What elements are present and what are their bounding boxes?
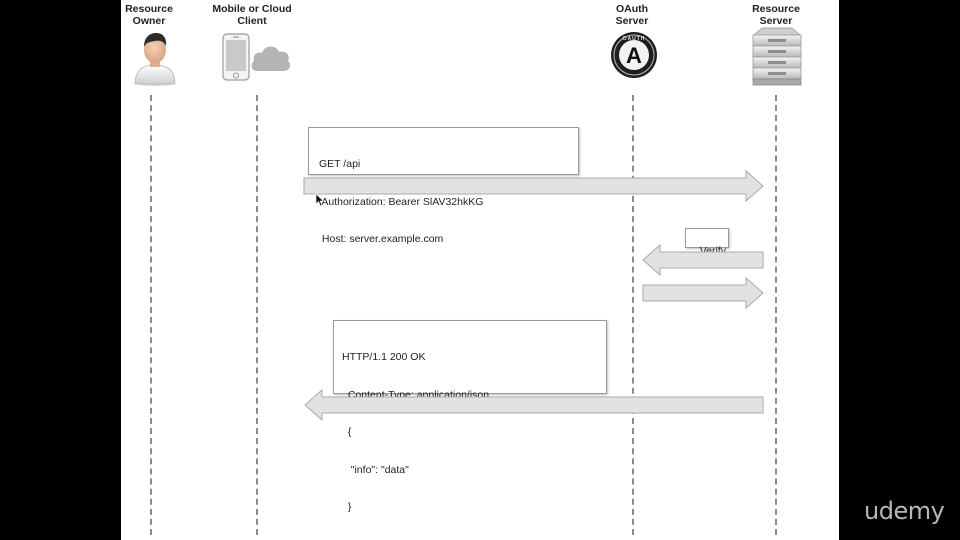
person-icon <box>134 33 176 86</box>
actor-label-client: Mobile or Cloud Client <box>202 3 302 27</box>
oauth-logo-icon: A OAUTH <box>611 32 657 78</box>
actor-label-line: Resource <box>125 3 173 15</box>
actor-label-resource-server: Resource Server <box>744 3 808 27</box>
request-line-host: Host: server.example.com <box>319 233 444 245</box>
verify-arrow-left <box>642 244 764 276</box>
response-line-close-brace: } <box>342 501 352 513</box>
oauth-logo-text: OAUTH <box>623 36 646 42</box>
actor-label-line: Resource <box>752 3 800 15</box>
server-icon <box>752 27 802 86</box>
actor-label-line: Server <box>615 15 649 27</box>
lifeline-resource-server <box>775 95 777 535</box>
response-message-box: HTTP/1.1 200 OK Content-Type: applicatio… <box>333 320 607 513</box>
request-line-authorization: Authorization: Bearer SlAV32hkKG <box>319 195 484 208</box>
diagram-slide: Resource Owner Mobile or Cloud Client OA… <box>121 0 839 540</box>
actor-label-line: Client <box>237 15 267 27</box>
request-arrow-right <box>303 170 764 202</box>
actor-label-line: Server <box>759 15 793 27</box>
mobile-phone-icon <box>222 33 250 81</box>
request-message-box: GET /api Authorization: Bearer SlAV32hkK… <box>308 127 579 245</box>
udemy-watermark: udemy <box>864 497 945 525</box>
response-line-open-brace: { <box>342 426 352 438</box>
mouse-cursor-icon <box>315 193 325 207</box>
response-line-body: "info": "data" <box>342 463 409 476</box>
actor-label-line: Owner <box>132 15 166 27</box>
response-line-status: HTTP/1.1 200 OK <box>342 351 426 363</box>
actor-label-resource-owner: Resource Owner <box>117 3 181 27</box>
verify-response-arrow-right <box>642 277 764 309</box>
lifeline-client <box>256 95 258 535</box>
lifeline-oauth-server <box>632 95 634 535</box>
actor-label-line: Mobile or Cloud <box>212 3 292 15</box>
lifeline-resource-owner <box>150 95 152 535</box>
actor-label-line: OAuth <box>615 3 649 15</box>
actor-label-oauth-server: OAuth Server <box>602 3 662 27</box>
request-line-method: GET /api <box>319 158 361 170</box>
response-arrow-left <box>304 389 764 421</box>
cloud-icon <box>251 46 291 71</box>
oauth-logo-letter: A <box>626 43 642 68</box>
